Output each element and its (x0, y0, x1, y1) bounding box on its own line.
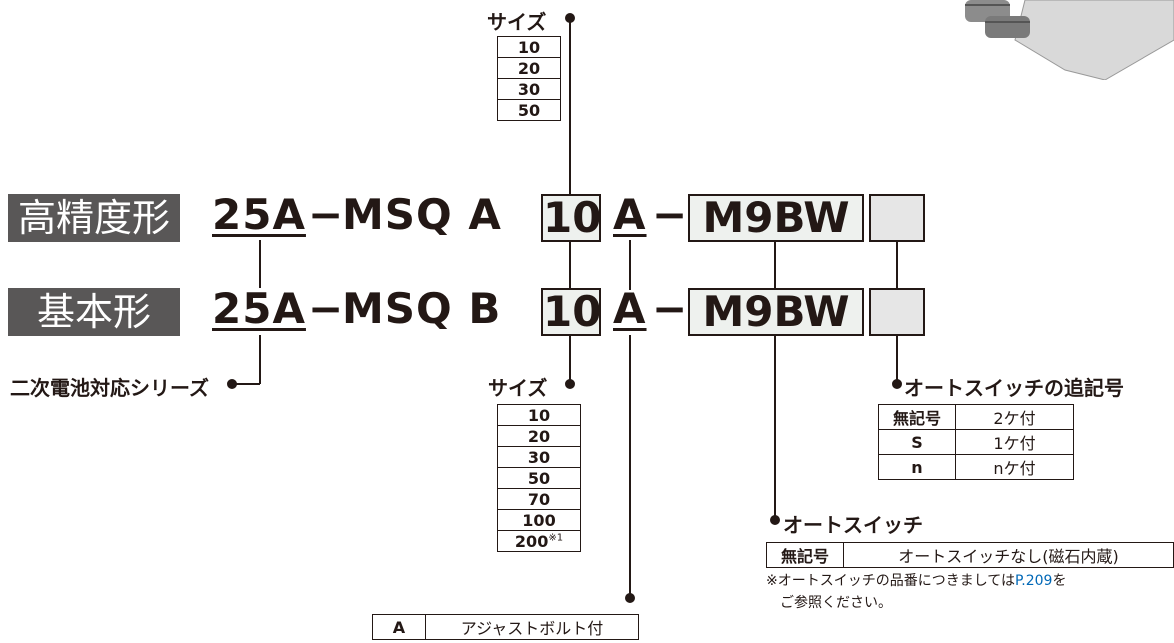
switch-code: 無記号 (766, 542, 844, 568)
size-top-table: 10 20 30 50 (497, 36, 561, 121)
suffix-box-basic (869, 288, 925, 336)
size-box-basic: 10 (541, 287, 602, 336)
suffix-desc: 2ケ付 (955, 404, 1074, 430)
table-row: 30 (497, 78, 561, 100)
size-value: 10 (497, 404, 581, 426)
prefix-basic: 25A (212, 284, 306, 333)
adjust-desc: アジャストボルト付 (425, 614, 639, 640)
suffix-code: S (878, 429, 956, 455)
size-box-high: 10 (541, 193, 602, 242)
auto-switch-label: オートスイッチ (783, 513, 923, 537)
table-row: 10 (497, 36, 561, 58)
table-row: 50 (497, 467, 581, 489)
table-row: 70 (497, 488, 581, 510)
table-row: 50 (497, 99, 561, 121)
auto-switch-note-line2: ご参照ください。 (780, 595, 892, 611)
tag-high-precision: 高精度形 (8, 194, 180, 242)
adjust-code: A (372, 614, 426, 640)
dash-basic-1: − (308, 284, 345, 333)
size-value: 200※1 (497, 530, 581, 552)
note-text-end: を (1052, 573, 1067, 589)
size-bottom-label: サイズ (488, 376, 548, 400)
size-value-text: 200 (514, 531, 549, 551)
tag-basic: 基本形 (8, 288, 180, 336)
suffix-desc: nケ付 (955, 454, 1074, 480)
suffix-desc: 1ケ付 (955, 429, 1074, 455)
size-value: 30 (497, 446, 581, 468)
size-value: 10 (497, 36, 561, 58)
option-high: A (613, 190, 647, 239)
table-row: 200※1 (497, 530, 581, 552)
table-row: 30 (497, 446, 581, 468)
cylinder-photo (965, 0, 1174, 80)
suffix-code: n (878, 454, 956, 480)
suffix-code: 無記号 (878, 404, 956, 430)
table-row: 10 (497, 404, 581, 426)
size-value: 50 (497, 99, 561, 121)
size-value: 20 (497, 425, 581, 447)
footnote-mark: ※1 (548, 532, 564, 544)
switch-desc: オートスイッチなし(磁石内蔵) (843, 542, 1174, 568)
dash-high-2: − (652, 190, 689, 239)
table-row: 20 (497, 425, 581, 447)
switch-box-high: M9BW (688, 194, 864, 242)
model-high: MSQ A (342, 190, 502, 239)
table-row: 100 (497, 509, 581, 531)
size-value: 50 (497, 467, 581, 489)
suffix-box-high (869, 194, 925, 242)
model-basic: MSQ B (342, 284, 502, 333)
auto-switch-note: ※オートスイッチの品番につきましてはP.209を (766, 570, 1066, 590)
dash-basic-2: − (652, 284, 689, 333)
size-value: 70 (497, 488, 581, 510)
switch-box-basic: M9BW (688, 288, 864, 336)
series-label: 二次電池対応シリーズ (10, 376, 209, 400)
size-bottom-table: 10 20 30 50 70 100 200※1 (497, 404, 581, 552)
note-text: ※オートスイッチの品番につきましては (766, 573, 1016, 589)
size-value: 30 (497, 78, 561, 100)
option-basic: A (613, 284, 647, 333)
prefix-high: 25A (212, 190, 306, 239)
auto-switch-table: 無記号オートスイッチなし(磁石内蔵) (766, 542, 1174, 568)
table-row: 無記号オートスイッチなし(磁石内蔵) (766, 542, 1174, 568)
size-value: 100 (497, 509, 581, 531)
size-value: 20 (497, 57, 561, 79)
table-row: 20 (497, 57, 561, 79)
dash-high-1: − (308, 190, 345, 239)
switch-suffix-label: オートスイッチの追記号 (904, 376, 1124, 400)
size-top-label: サイズ (487, 10, 547, 34)
page-link[interactable]: P.209 (1015, 573, 1053, 589)
